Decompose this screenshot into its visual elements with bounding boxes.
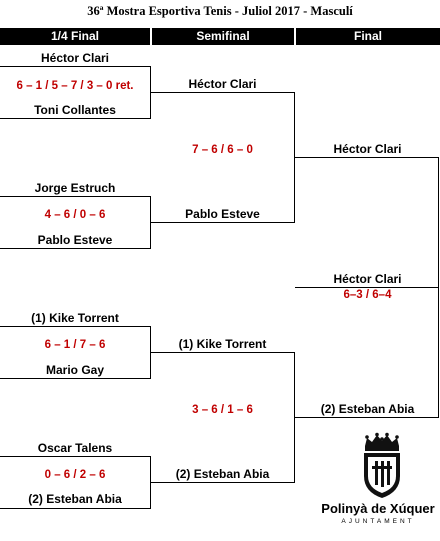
qf2-player-bottom: Pablo Esteve xyxy=(37,233,113,247)
qf4-score: 0 – 6 / 2 – 6 xyxy=(44,469,106,481)
final-line-bottom xyxy=(295,417,439,418)
sf2-score: 3 – 6 / 1 – 6 xyxy=(192,404,253,416)
qf2-score: 4 – 6 / 0 – 6 xyxy=(44,209,106,221)
header-quarterfinal: 1/4 Final xyxy=(0,28,150,45)
sf1-player-bottom: Pablo Esteve xyxy=(185,207,260,221)
qf4-player-top: Oscar Talens xyxy=(37,441,113,455)
crown-icon xyxy=(365,432,399,451)
header-semifinal: Semifinal xyxy=(152,28,294,45)
qf3-player-top: (1) Kike Torrent xyxy=(31,311,119,325)
logo-name: Polinyà de Xúquer xyxy=(321,501,435,516)
final-line-top xyxy=(295,157,439,158)
qf1-line-bottom xyxy=(0,118,151,119)
sf2-player-top: (1) Kike Torrent xyxy=(178,337,267,351)
qf3-line-top xyxy=(0,326,151,327)
qf1-player-top: Héctor Clari xyxy=(40,51,110,65)
qf1-player-bottom: Toni Collantes xyxy=(34,103,116,117)
qf4-bracket xyxy=(150,456,151,509)
sf2-line-top xyxy=(151,352,295,353)
page-title: 36ª Mostra Esportiva Tenis - Juliol 2017… xyxy=(87,4,353,18)
sf2-line-bottom xyxy=(151,482,295,483)
qf4-line-bottom xyxy=(0,508,151,509)
qf1-score: 6 – 1 / 5 – 7 / 3 – 0 ret. xyxy=(16,80,134,92)
header-final: Final xyxy=(296,28,440,45)
final-bracket xyxy=(438,157,439,418)
sf1-bracket xyxy=(294,92,295,223)
town-crest-logo xyxy=(364,432,400,498)
qf4-line-top xyxy=(0,456,151,457)
sf1-line-top xyxy=(151,92,295,93)
final-player-bottom: (2) Esteban Abia xyxy=(320,402,415,416)
final-player-top: Héctor Clari xyxy=(333,142,402,156)
champion-line xyxy=(295,287,439,288)
final-score: 6–3 / 6–4 xyxy=(343,289,392,301)
qf2-line-top xyxy=(0,196,151,197)
qf2-line-bottom xyxy=(0,248,151,249)
sf2-player-bottom: (2) Esteban Abia xyxy=(175,467,270,481)
sf1-score: 7 – 6 / 6 – 0 xyxy=(192,144,253,156)
qf3-bracket xyxy=(150,326,151,379)
qf4-player-bottom: (2) Esteban Abia xyxy=(28,492,122,506)
logo-subtitle: AJUNTAMENT xyxy=(341,518,415,525)
qf2-player-top: Jorge Estruch xyxy=(34,181,116,195)
qf3-player-bottom: Mario Gay xyxy=(45,363,105,377)
qf1-line-top xyxy=(0,66,151,67)
champion-name: Héctor Clari xyxy=(333,272,402,286)
qf1-bracket xyxy=(150,66,151,119)
qf2-bracket xyxy=(150,196,151,249)
qf3-score: 6 – 1 / 7 – 6 xyxy=(44,339,106,351)
shield-icon xyxy=(364,453,400,498)
sf1-player-top: Héctor Clari xyxy=(188,77,257,91)
sf2-bracket xyxy=(294,352,295,483)
qf3-line-bottom xyxy=(0,378,151,379)
sf1-line-bottom xyxy=(151,222,295,223)
